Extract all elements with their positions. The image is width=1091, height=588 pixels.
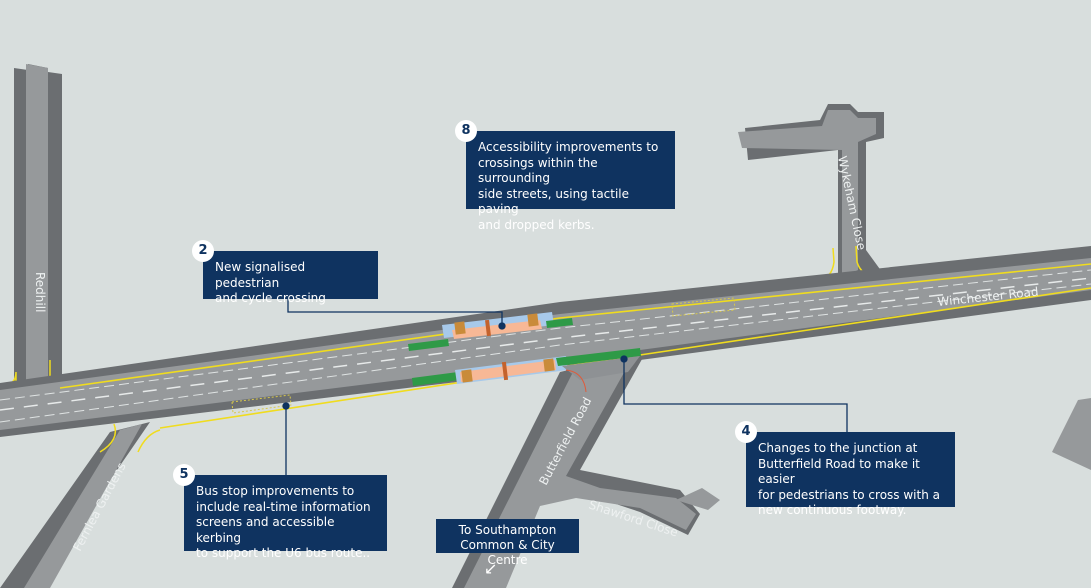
leader-lines	[282, 299, 848, 475]
callout-5: 5 Bus stop improvements to include real-…	[173, 464, 387, 560]
callout-number-badge: 4	[735, 421, 757, 443]
callout-4: 4 Changes to the junction at Butterfield…	[735, 421, 955, 517]
road-label-redhill: Redhill	[33, 272, 47, 312]
callout-number-badge: 2	[192, 240, 214, 262]
callout-text: Bus stop improvements to include real-ti…	[196, 484, 371, 560]
callout-number-badge: 5	[173, 464, 195, 486]
wykeham-close-road	[738, 104, 884, 283]
fernlea-gardens-road	[0, 422, 161, 588]
building-shape	[1052, 398, 1091, 470]
bus-stop-marking-west	[231, 394, 292, 414]
arrow-down-left-icon: ↙	[484, 559, 497, 578]
destination-label: To Southampton Common & City Centre	[436, 519, 579, 567]
callout-number-badge: 8	[455, 120, 477, 142]
callout-text: Accessibility improvements to crossings …	[478, 140, 659, 232]
bus-stop-marking-east	[671, 297, 736, 317]
redhill-road	[0, 64, 67, 400]
callout-2: 2 New signalised pedestrian and cycle cr…	[192, 240, 378, 305]
callout-text: Changes to the junction at Butterfield R…	[758, 441, 940, 517]
callout-8: 8 Accessibility improvements to crossing…	[455, 120, 675, 232]
callout-text: New signalised pedestrian and cycle cros…	[215, 260, 326, 305]
signalised-crossing	[408, 312, 641, 393]
